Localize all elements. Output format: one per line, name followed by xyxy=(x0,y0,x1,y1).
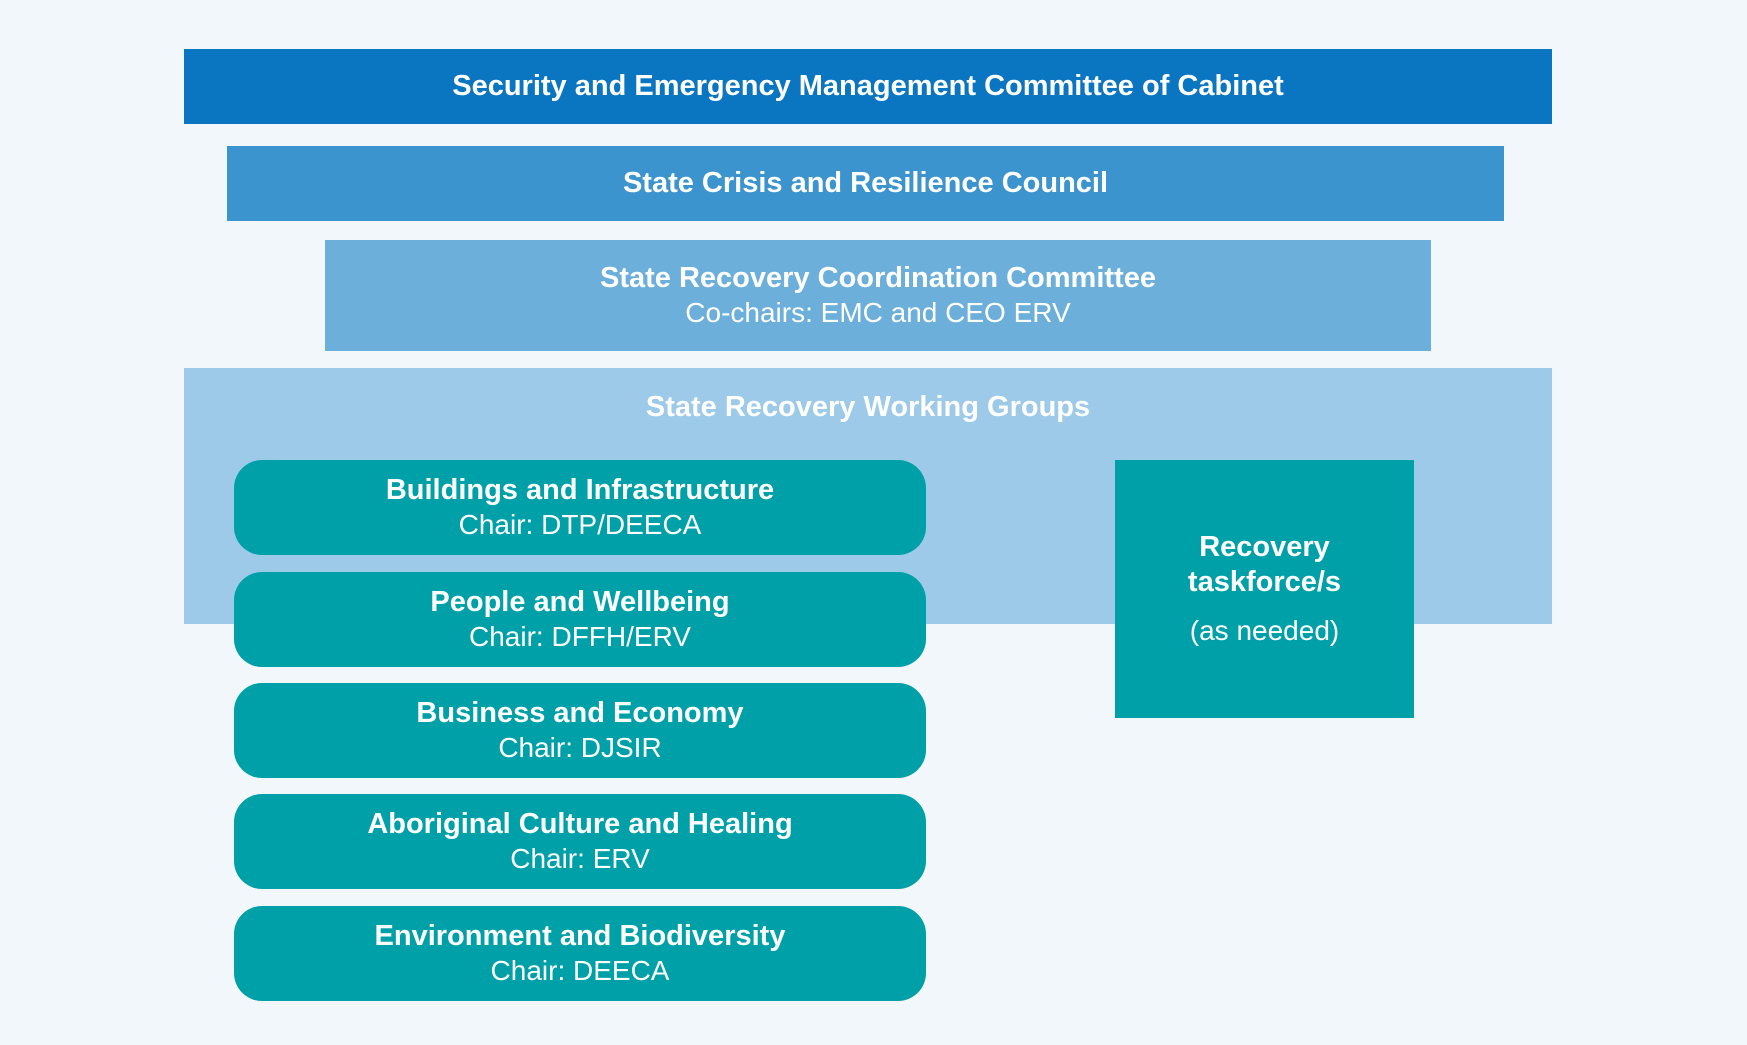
taskforce-title-line1: Recovery xyxy=(1199,531,1330,563)
group-chair: Chair: DFFH/ERV xyxy=(469,621,691,652)
taskforce-title-line2: taskforce/s xyxy=(1187,566,1342,598)
coordination-committee-title: State Recovery Coordination Committee xyxy=(600,262,1156,294)
group-chair: Chair: ERV xyxy=(510,843,650,874)
group-chair: Chair: DTP/DEECA xyxy=(458,509,702,540)
group-title: Environment and Biodiversity xyxy=(374,920,786,952)
working-group-aboriginal: Aboriginal Culture and Healing Chair: ER… xyxy=(234,794,926,889)
crisis-council-title: State Crisis and Resilience Council xyxy=(622,167,1109,199)
group-title: People and Wellbeing xyxy=(430,586,730,618)
working-groups-title: State Recovery Working Groups xyxy=(645,391,1091,423)
recovery-taskforce-box: Recovery taskforce/s (as needed) xyxy=(1115,460,1414,718)
cabinet-committee-title: Security and Emergency Management Commit… xyxy=(452,70,1284,102)
working-group-business: Business and Economy Chair: DJSIR xyxy=(234,683,926,778)
crisis-council-box: State Crisis and Resilience Council xyxy=(227,146,1504,221)
group-title: Buildings and Infrastructure xyxy=(385,474,775,506)
group-chair: Chair: DJSIR xyxy=(498,732,662,763)
taskforce-note: (as needed) xyxy=(1189,615,1340,646)
working-group-people: People and Wellbeing Chair: DFFH/ERV xyxy=(234,572,926,667)
coordination-committee-subtitle: Co-chairs: EMC and CEO ERV xyxy=(685,297,1071,328)
working-group-environment: Environment and Biodiversity Chair: DEEC… xyxy=(234,906,926,1001)
cabinet-committee-box: Security and Emergency Management Commit… xyxy=(184,49,1552,124)
group-title: Business and Economy xyxy=(416,697,744,729)
group-title: Aboriginal Culture and Healing xyxy=(367,808,793,840)
group-chair: Chair: DEECA xyxy=(490,955,670,986)
coordination-committee-box: State Recovery Coordination Committee Co… xyxy=(325,240,1431,351)
working-group-buildings: Buildings and Infrastructure Chair: DTP/… xyxy=(234,460,926,555)
